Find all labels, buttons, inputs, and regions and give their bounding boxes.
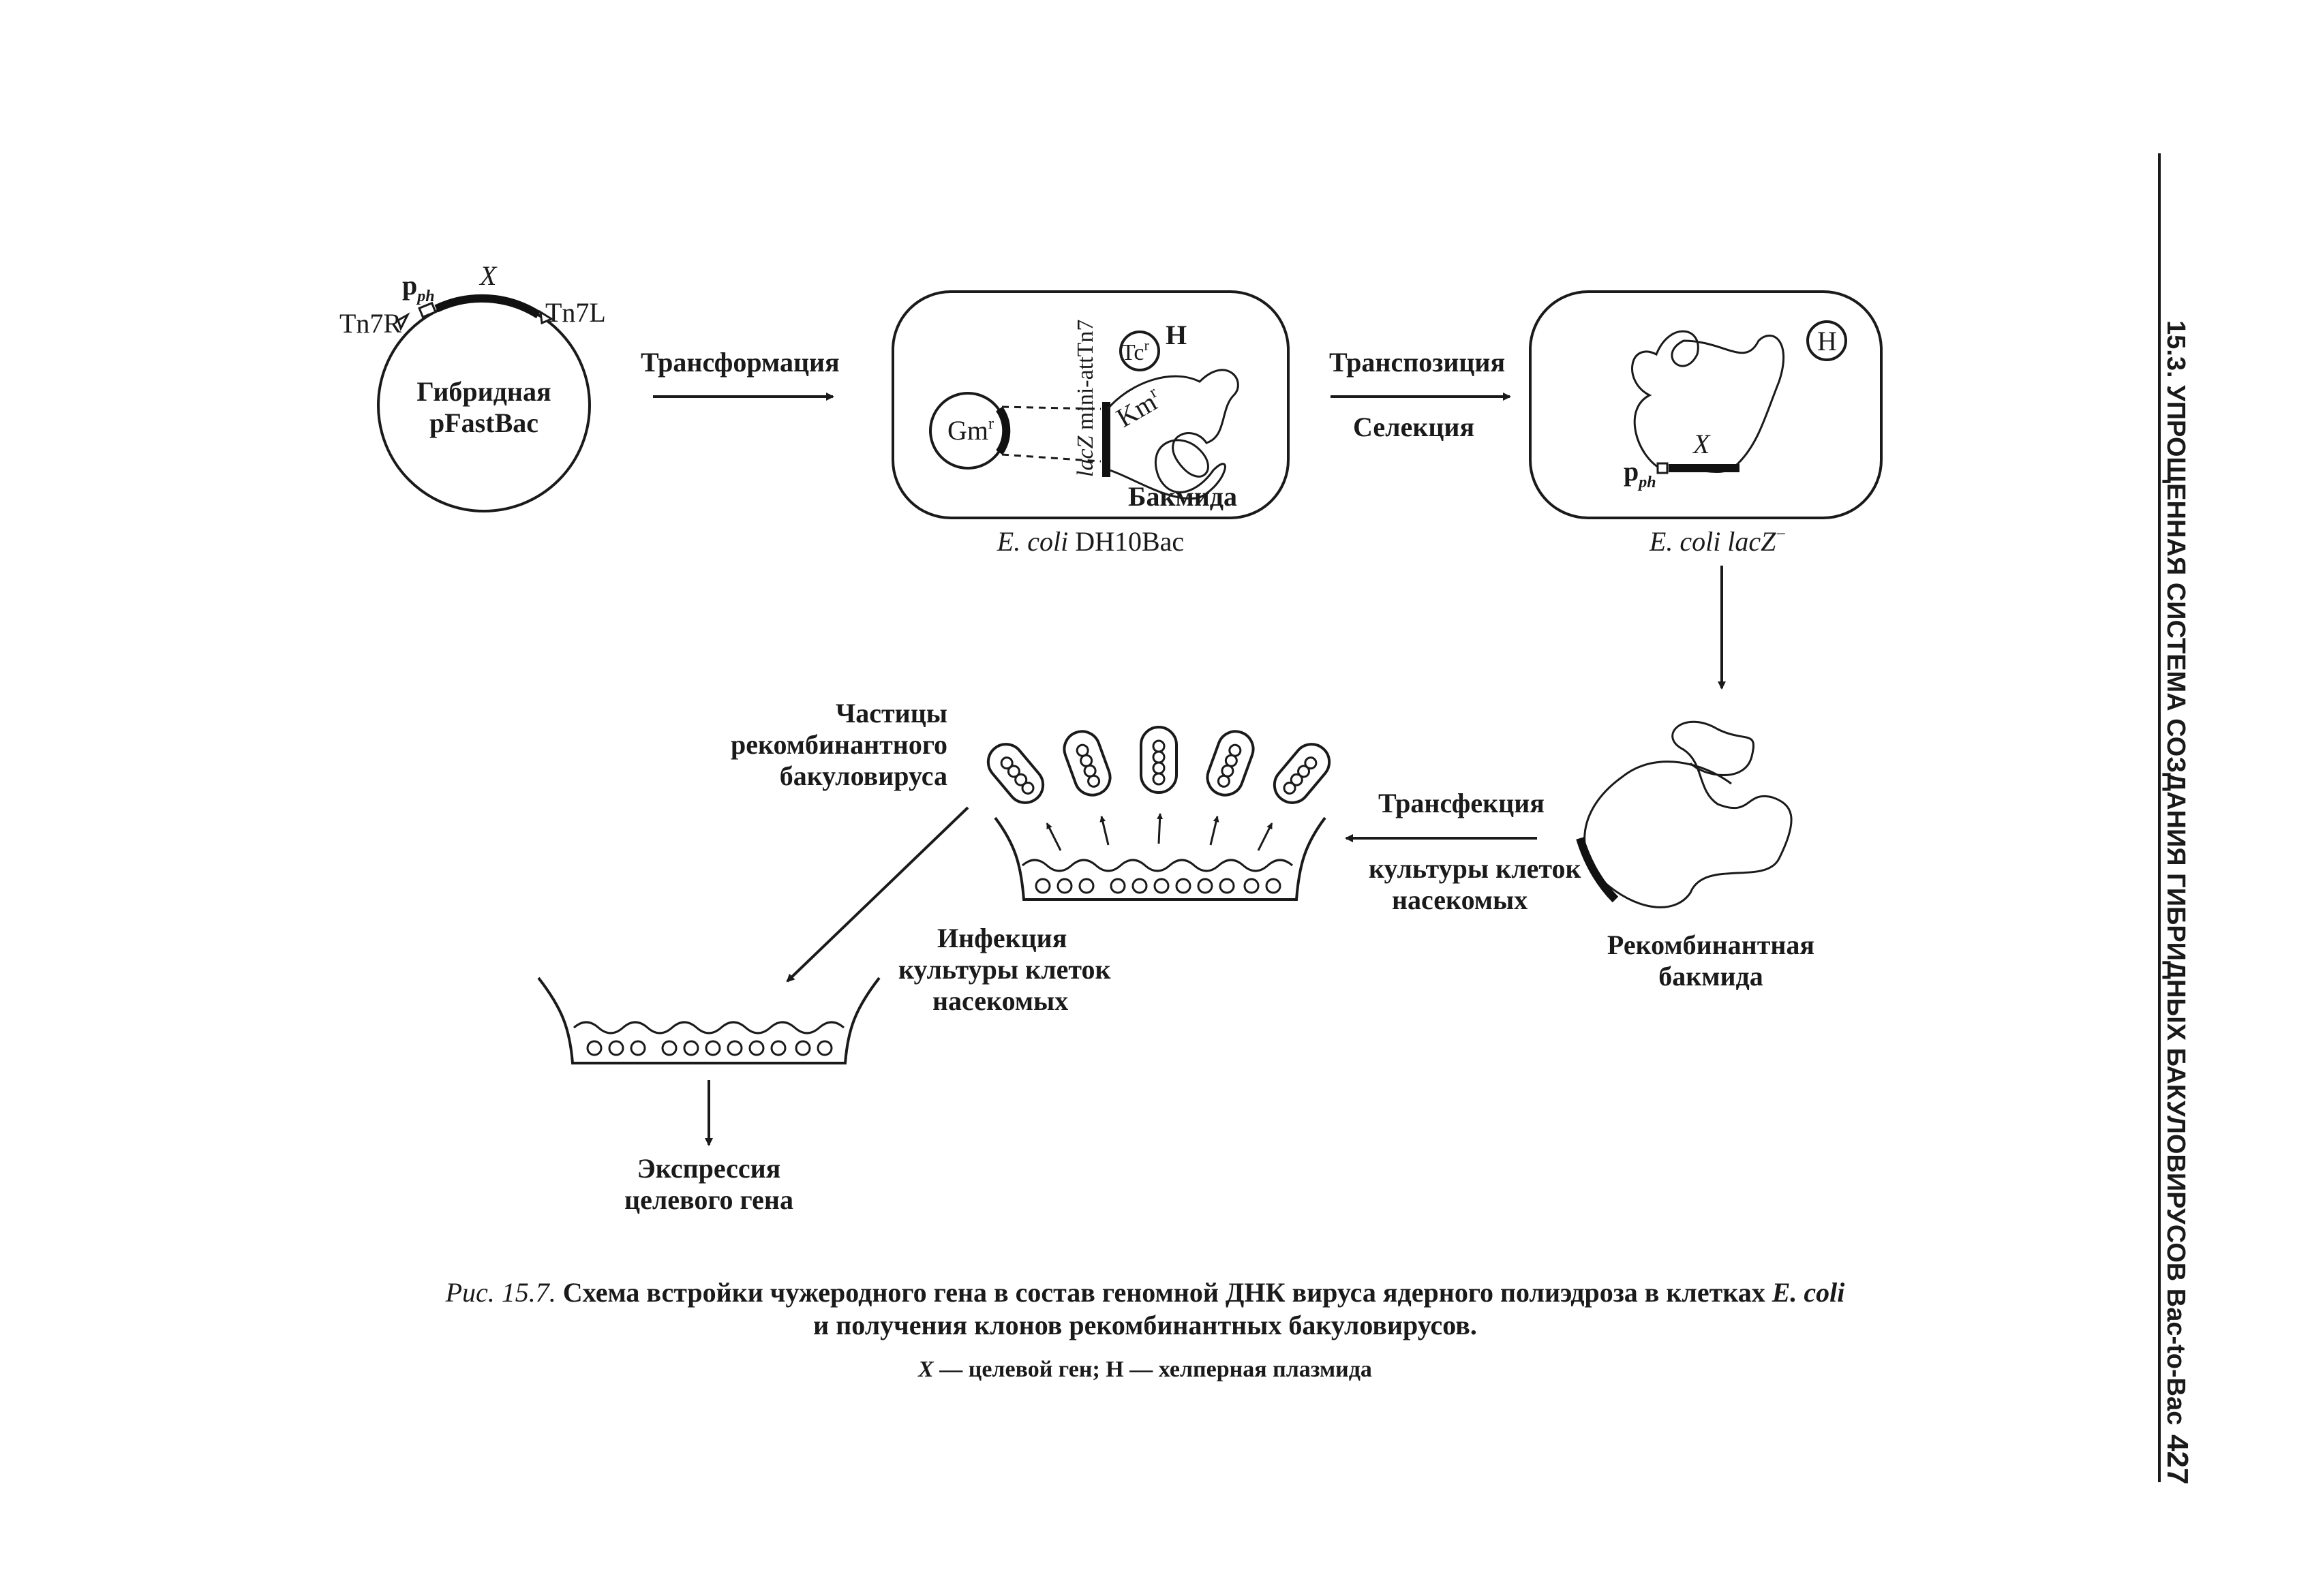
helper-h-circle — [1806, 320, 1847, 361]
insert-dash-bottom — [1001, 453, 1101, 463]
dish-top-outline — [994, 816, 1326, 901]
transfection-line2: культуры клеток — [1369, 853, 1581, 884]
gene-x-label: X — [478, 260, 498, 291]
cell-lacz: H X pph E. coli lacZ− — [1529, 290, 1883, 557]
virus-particle — [1206, 730, 1255, 797]
plasmid-name-line1: Гибридная — [416, 376, 551, 407]
plasmid-pfastbac: pph X Tn7R Tn7L Гибридная pFastBac — [339, 260, 606, 512]
cell-dh10bac-caption: E. coli DH10Bac — [997, 526, 1184, 557]
tn7r-label: Tn7R — [339, 308, 401, 339]
gene-x-label-cell2: X — [1692, 429, 1711, 459]
dish-top-medium — [1022, 859, 1293, 872]
expression-line1: Экспрессия — [637, 1153, 781, 1184]
recombinant-label-line2: бакмида — [1658, 961, 1763, 992]
selection-label: Селекция — [1353, 412, 1474, 442]
helper-tc-circle — [1119, 331, 1160, 371]
helper-gm-gene — [995, 406, 1011, 455]
culture-dish-expression — [537, 977, 881, 1064]
transformation-label: Трансформация — [641, 347, 840, 378]
culture-dish-particles — [986, 726, 1331, 901]
infection-line1: Инфекция — [937, 923, 1067, 953]
recombinant-label-line1: Рекомбинантная — [1607, 930, 1814, 960]
dish-top-cells — [1035, 878, 1281, 894]
particles-label-line3: бакуловируса — [780, 761, 947, 791]
cell-dh10bac-outline — [892, 290, 1290, 519]
page-number: 427 — [2161, 1434, 2194, 1484]
caption-line2: и получения клонов рекомбинантных бакуло… — [813, 1310, 1477, 1340]
plasmid-name-line2: pFastBac — [429, 408, 538, 438]
virus-particle — [1063, 730, 1112, 797]
h-label-cell2: H — [1817, 326, 1837, 356]
bacmid-label: Бакмида — [1128, 481, 1237, 512]
h-label-cell1: H — [1166, 320, 1187, 350]
lacz-mini-att-label: lacZ mini-attTn7 — [1073, 320, 1098, 477]
tn7l-marker — [539, 310, 554, 325]
particles-label-line1: Частицы — [836, 698, 947, 728]
promoter-label-cell2: pph — [1624, 456, 1656, 491]
bacmid-dna — [1106, 369, 1239, 500]
cell-dh10bac: Gmr lacZ mini-attTn7 Tcr H Kmr Бакмида E… — [892, 290, 1290, 557]
recombinant-bacmid-dna — [1583, 720, 1793, 908]
infection-line2: культуры клеток — [898, 954, 1111, 985]
dish-bottom-medium — [573, 1021, 845, 1034]
cell-lacz-outline — [1529, 290, 1883, 519]
cell-lacz-caption: E. coli lacZ− — [1649, 524, 1786, 557]
transfection-line3: насекомых — [1392, 885, 1528, 915]
km-label: Kmr — [1111, 384, 1166, 433]
dish-bottom-outline — [537, 977, 881, 1064]
virus-particle — [986, 743, 1045, 804]
particles-label-line2: рекомбинантного — [731, 729, 947, 760]
caption-legend: X — целевой ген; Н — хелперная плазмида — [917, 1357, 1372, 1382]
tn7r-marker — [397, 312, 410, 331]
virus-particle — [1273, 743, 1331, 804]
recombinant-bacmid: Рекомбинантная бакмида — [1576, 720, 1814, 992]
dish-bottom-cells — [586, 1040, 833, 1056]
tc-label: Tcr — [1121, 337, 1150, 365]
promoter-label: pph — [402, 270, 435, 305]
gene-x-segment — [434, 294, 541, 319]
promoter-box-cell2 — [1656, 462, 1669, 474]
infection-arrow — [786, 806, 969, 983]
expression-line2: целевого гена — [624, 1184, 793, 1215]
virus-particle — [1140, 726, 1178, 794]
insert-dash-top — [1001, 405, 1101, 410]
recombinant-insert — [1576, 837, 1619, 903]
tn7l-label: Tn7L — [545, 297, 606, 328]
promoter-box — [418, 301, 437, 319]
transposition-label: Транспозиция — [1329, 347, 1505, 378]
recombined-bacmid-dna — [1631, 330, 1785, 473]
infection-line3: насекомых — [932, 985, 1068, 1016]
running-title: 15.3. УПРОЩЕННАЯ СИСТЕМА СОЗДАНИЯ ГИБРИД… — [2161, 320, 2190, 1425]
caption-line1: Рис. 15.7. Схема встройки чужеродного ге… — [445, 1277, 1845, 1308]
budding-arrows — [1046, 813, 1273, 851]
gm-label: Gmr — [947, 415, 994, 446]
transfection-label: Трансфекция — [1378, 788, 1545, 818]
